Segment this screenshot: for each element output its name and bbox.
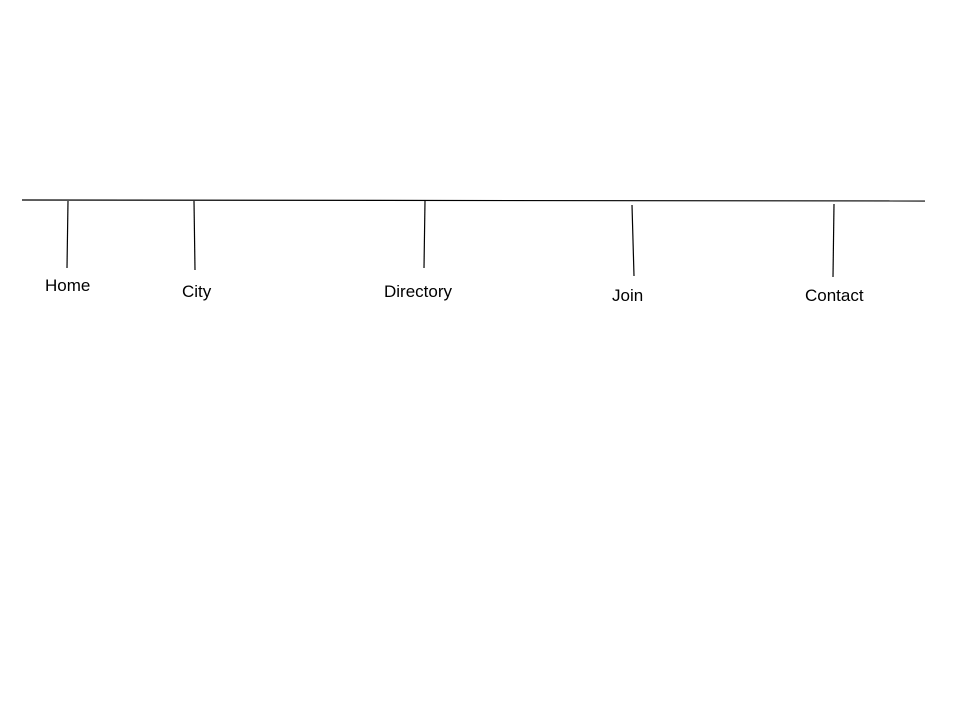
connector-contact [832, 203, 835, 278]
connector-directory [423, 200, 426, 269]
nav-item-directory[interactable]: Directory [384, 282, 453, 301]
nav-item-contact[interactable]: Contact [805, 286, 864, 305]
connector-home [66, 200, 69, 269]
nav-bar-line [21, 199, 926, 202]
connector-city [193, 200, 196, 271]
connector-join [631, 204, 635, 277]
nav-item-city[interactable]: City [182, 282, 212, 301]
nav-item-join[interactable]: Join [612, 286, 644, 305]
nav-item-home[interactable]: Home [45, 276, 91, 295]
